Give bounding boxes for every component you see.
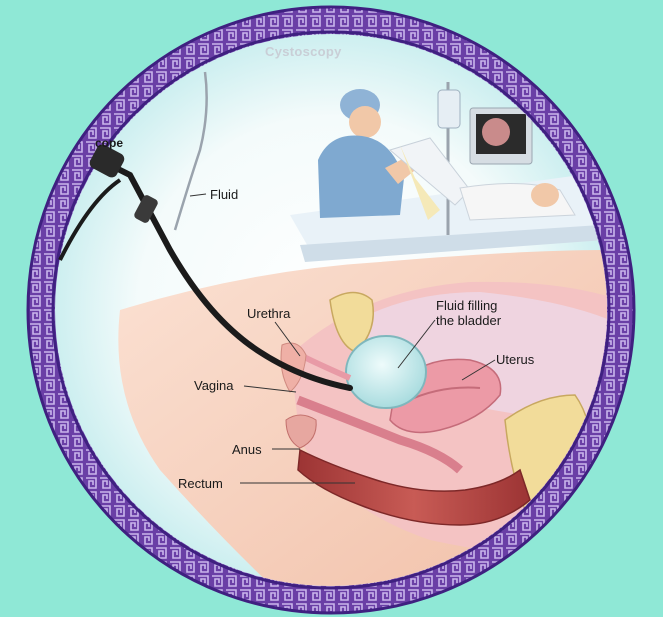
- patient: [460, 183, 575, 220]
- bladder-label-line2: the bladder: [436, 313, 501, 328]
- anus-label: Anus: [232, 442, 262, 457]
- diagram-title: Cystoscopy: [265, 44, 342, 59]
- urethra-label: Urethra: [247, 306, 290, 321]
- uterus-label: Uterus: [496, 352, 534, 367]
- bladder-label-line1: Fluid filling: [436, 298, 501, 313]
- bladder-label: Fluid filling the bladder: [436, 298, 501, 328]
- scope-label-partial: cope: [95, 136, 123, 151]
- vagina-label: Vagina: [194, 378, 234, 393]
- fluid-label: Fluid: [210, 187, 238, 202]
- rectum-label: Rectum: [178, 476, 223, 491]
